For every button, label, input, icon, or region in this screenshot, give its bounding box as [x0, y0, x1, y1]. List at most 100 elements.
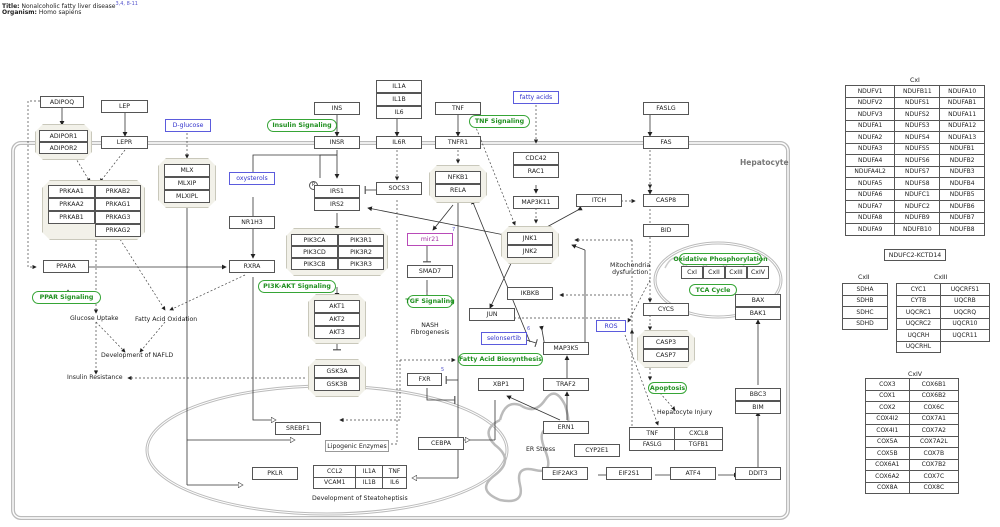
gene-pik3cd[interactable]: PIK3CD	[291, 246, 338, 258]
gene-cell[interactable]: NDUFAB1	[939, 96, 985, 109]
pathway-fatty-acid-biosynthesis[interactable]: Fatty Acid Biosynthesis	[458, 353, 543, 366]
gene-cell[interactable]: COX1	[865, 389, 910, 402]
gene-cell[interactable]: NDUFA11	[939, 108, 985, 121]
gene-cell[interactable]: COX3	[865, 378, 910, 391]
gene-socs3[interactable]: SOCS3	[376, 182, 422, 195]
metabolite-oxysterols[interactable]: oxysterols	[229, 172, 275, 185]
gene-pik3ca[interactable]: PIK3CA	[291, 234, 338, 246]
gene-prkaa1[interactable]: PRKAA1	[48, 185, 95, 198]
gene-cell[interactable]: NDUFB9	[894, 211, 941, 224]
gene-ikbkb[interactable]: IKBKB	[507, 287, 553, 300]
gene-il1b-nuc[interactable]: IL1B	[355, 476, 384, 489]
gene-faslg[interactable]: FASLG	[643, 102, 689, 115]
gene-cell[interactable]: COX6B1	[908, 378, 960, 391]
gene-cell[interactable]: NDUFA5	[844, 177, 896, 190]
gene-mlxip[interactable]: MLXIP	[164, 177, 210, 190]
gene-cell[interactable]: NDUFV1	[844, 85, 896, 98]
gene-tnf[interactable]: TNF	[435, 102, 481, 115]
gene-nfkb1[interactable]: NFKB1	[435, 171, 481, 184]
gene-cell[interactable]: NDUFS5	[894, 142, 941, 155]
pathway-tca-cycle[interactable]: TCA Cycle	[689, 284, 737, 296]
gene-cell[interactable]: NDUFA10	[939, 85, 985, 98]
pathway-ppar-signaling[interactable]: PPAR Signaling	[32, 291, 101, 304]
gene-ppara[interactable]: PPARA	[43, 260, 89, 273]
gene-akt3[interactable]: AKT3	[314, 326, 360, 339]
gene-jun[interactable]: JUN	[469, 308, 515, 321]
complex-cxiv[interactable]: CxIV	[747, 266, 769, 279]
gene-pklr[interactable]: PKLR	[252, 467, 298, 480]
metabolite-d-glucose[interactable]: D-glucose	[165, 119, 211, 132]
gene-casp8[interactable]: CASP8	[643, 194, 689, 207]
gene-adipor1[interactable]: ADIPOR1	[39, 130, 88, 142]
complex-cxii[interactable]: CxII	[703, 266, 725, 279]
gene-jnk1[interactable]: JNK1	[507, 232, 553, 245]
gene-cell[interactable]: UQCRH	[896, 329, 941, 342]
gene-itch[interactable]: ITCH	[576, 194, 622, 207]
gene-ddit3[interactable]: DDIT3	[735, 467, 781, 480]
gene-cell[interactable]: COX6A1	[865, 458, 910, 471]
gene-cell[interactable]: NDUFS7	[894, 165, 941, 178]
gene-il1b[interactable]: IL1B	[376, 93, 422, 106]
gene-cell[interactable]: NDUFV2	[844, 96, 896, 109]
gene-cell[interactable]: UQCRFS1	[939, 283, 991, 296]
gene-cell[interactable]: COX6C	[908, 401, 960, 414]
gene-cell[interactable]: NDUFA8	[844, 211, 896, 224]
gene-rac1[interactable]: RAC1	[513, 165, 559, 178]
gene-cycs[interactable]: CYCS	[643, 303, 689, 316]
gene-il1a[interactable]: IL1A	[376, 80, 422, 93]
gene-casp3[interactable]: CASP3	[643, 336, 689, 349]
gene-atf4[interactable]: ATF4	[670, 467, 716, 480]
gene-tnf-nuc[interactable]: TNF	[382, 465, 407, 478]
gene-cell[interactable]: COX4I2	[865, 412, 910, 425]
gene-cell[interactable]: UQCRC1	[896, 306, 941, 319]
gene-cell[interactable]: NDUFA4	[844, 154, 896, 167]
gene-bax[interactable]: BAX	[735, 294, 781, 307]
gene-lep[interactable]: LEP	[101, 100, 148, 113]
gene-tgfb1[interactable]: TGFB1	[674, 438, 723, 451]
gene-akt2[interactable]: AKT2	[314, 313, 360, 326]
metabolite-fatty-acids[interactable]: fatty acids	[513, 91, 559, 104]
gene-cell[interactable]: NDUFB7	[939, 211, 985, 224]
gene-il1a-nuc[interactable]: IL1A	[355, 465, 384, 478]
gene-cell[interactable]: UQCRB	[939, 294, 991, 307]
gene-cell[interactable]: SDHC	[842, 306, 888, 319]
gene-cyp2e1[interactable]: CYP2E1	[574, 444, 620, 457]
gene-prkab1[interactable]: PRKAB1	[48, 211, 95, 224]
gene-cell[interactable]: NDUFS8	[894, 177, 941, 190]
gene-cell[interactable]: NDUFS3	[894, 119, 941, 132]
complex-cxiii[interactable]: CxIII	[725, 266, 747, 279]
metabolite-selonsertib[interactable]: selonsertib	[481, 332, 527, 345]
pathway-pi3k-akt-signaling[interactable]: PI3K-AKT Signaling	[258, 280, 336, 293]
gene-casp7[interactable]: CASP7	[643, 349, 689, 362]
gene-cell[interactable]: UQCRQ	[939, 306, 991, 319]
gene-pik3cb[interactable]: PIK3CB	[291, 258, 338, 270]
gene-cell[interactable]: COX7A2	[908, 424, 960, 437]
gene-irs2[interactable]: IRS2	[314, 198, 360, 211]
gene-ndufc2-kctd14[interactable]: NDUFC2-KCTD14	[884, 249, 946, 261]
gene-cell[interactable]: COX8C	[908, 481, 960, 494]
gene-cell[interactable]: NDUFB10	[894, 223, 941, 236]
pathway-insulin-signaling[interactable]: Insulin Signaling	[267, 119, 337, 132]
complex-cxi[interactable]: CxI	[681, 266, 703, 279]
gene-cell[interactable]: COX2	[865, 401, 910, 414]
gene-cell[interactable]: SDHD	[842, 317, 888, 330]
gene-cell[interactable]: COX7A2L	[908, 435, 960, 448]
label-lipogenic-enzymes[interactable]: Lipogenic Enzymes	[325, 440, 389, 452]
gene-cell[interactable]: COX7A1	[908, 412, 960, 425]
gene-cell[interactable]: UQCRHL	[896, 340, 941, 353]
gene-cell[interactable]: COX4I1	[865, 424, 910, 437]
gene-cell[interactable]: COX6B2	[908, 389, 960, 402]
gene-cell[interactable]: NDUFS1	[894, 96, 941, 109]
gene-adipoq[interactable]: ADIPOQ	[40, 96, 84, 108]
gene-cell[interactable]: CYC1	[896, 283, 941, 296]
pathway-tnf-signaling[interactable]: TNF Signaling	[469, 115, 530, 128]
gene-cell[interactable]: COX5A	[865, 435, 910, 448]
gene-irs1[interactable]: IRS1	[314, 185, 360, 198]
gene-eif2ak3[interactable]: EIF2AK3	[542, 467, 588, 480]
gene-cell[interactable]: SDHB	[842, 294, 888, 307]
mirna-mir21[interactable]: mir21	[407, 233, 453, 246]
gene-cell[interactable]: UQCRC2	[896, 317, 941, 330]
gene-cell[interactable]: NDUFA7	[844, 200, 896, 213]
gene-cell[interactable]: NDUFA9	[844, 223, 896, 236]
gene-vcam1[interactable]: VCAM1	[312, 476, 357, 489]
